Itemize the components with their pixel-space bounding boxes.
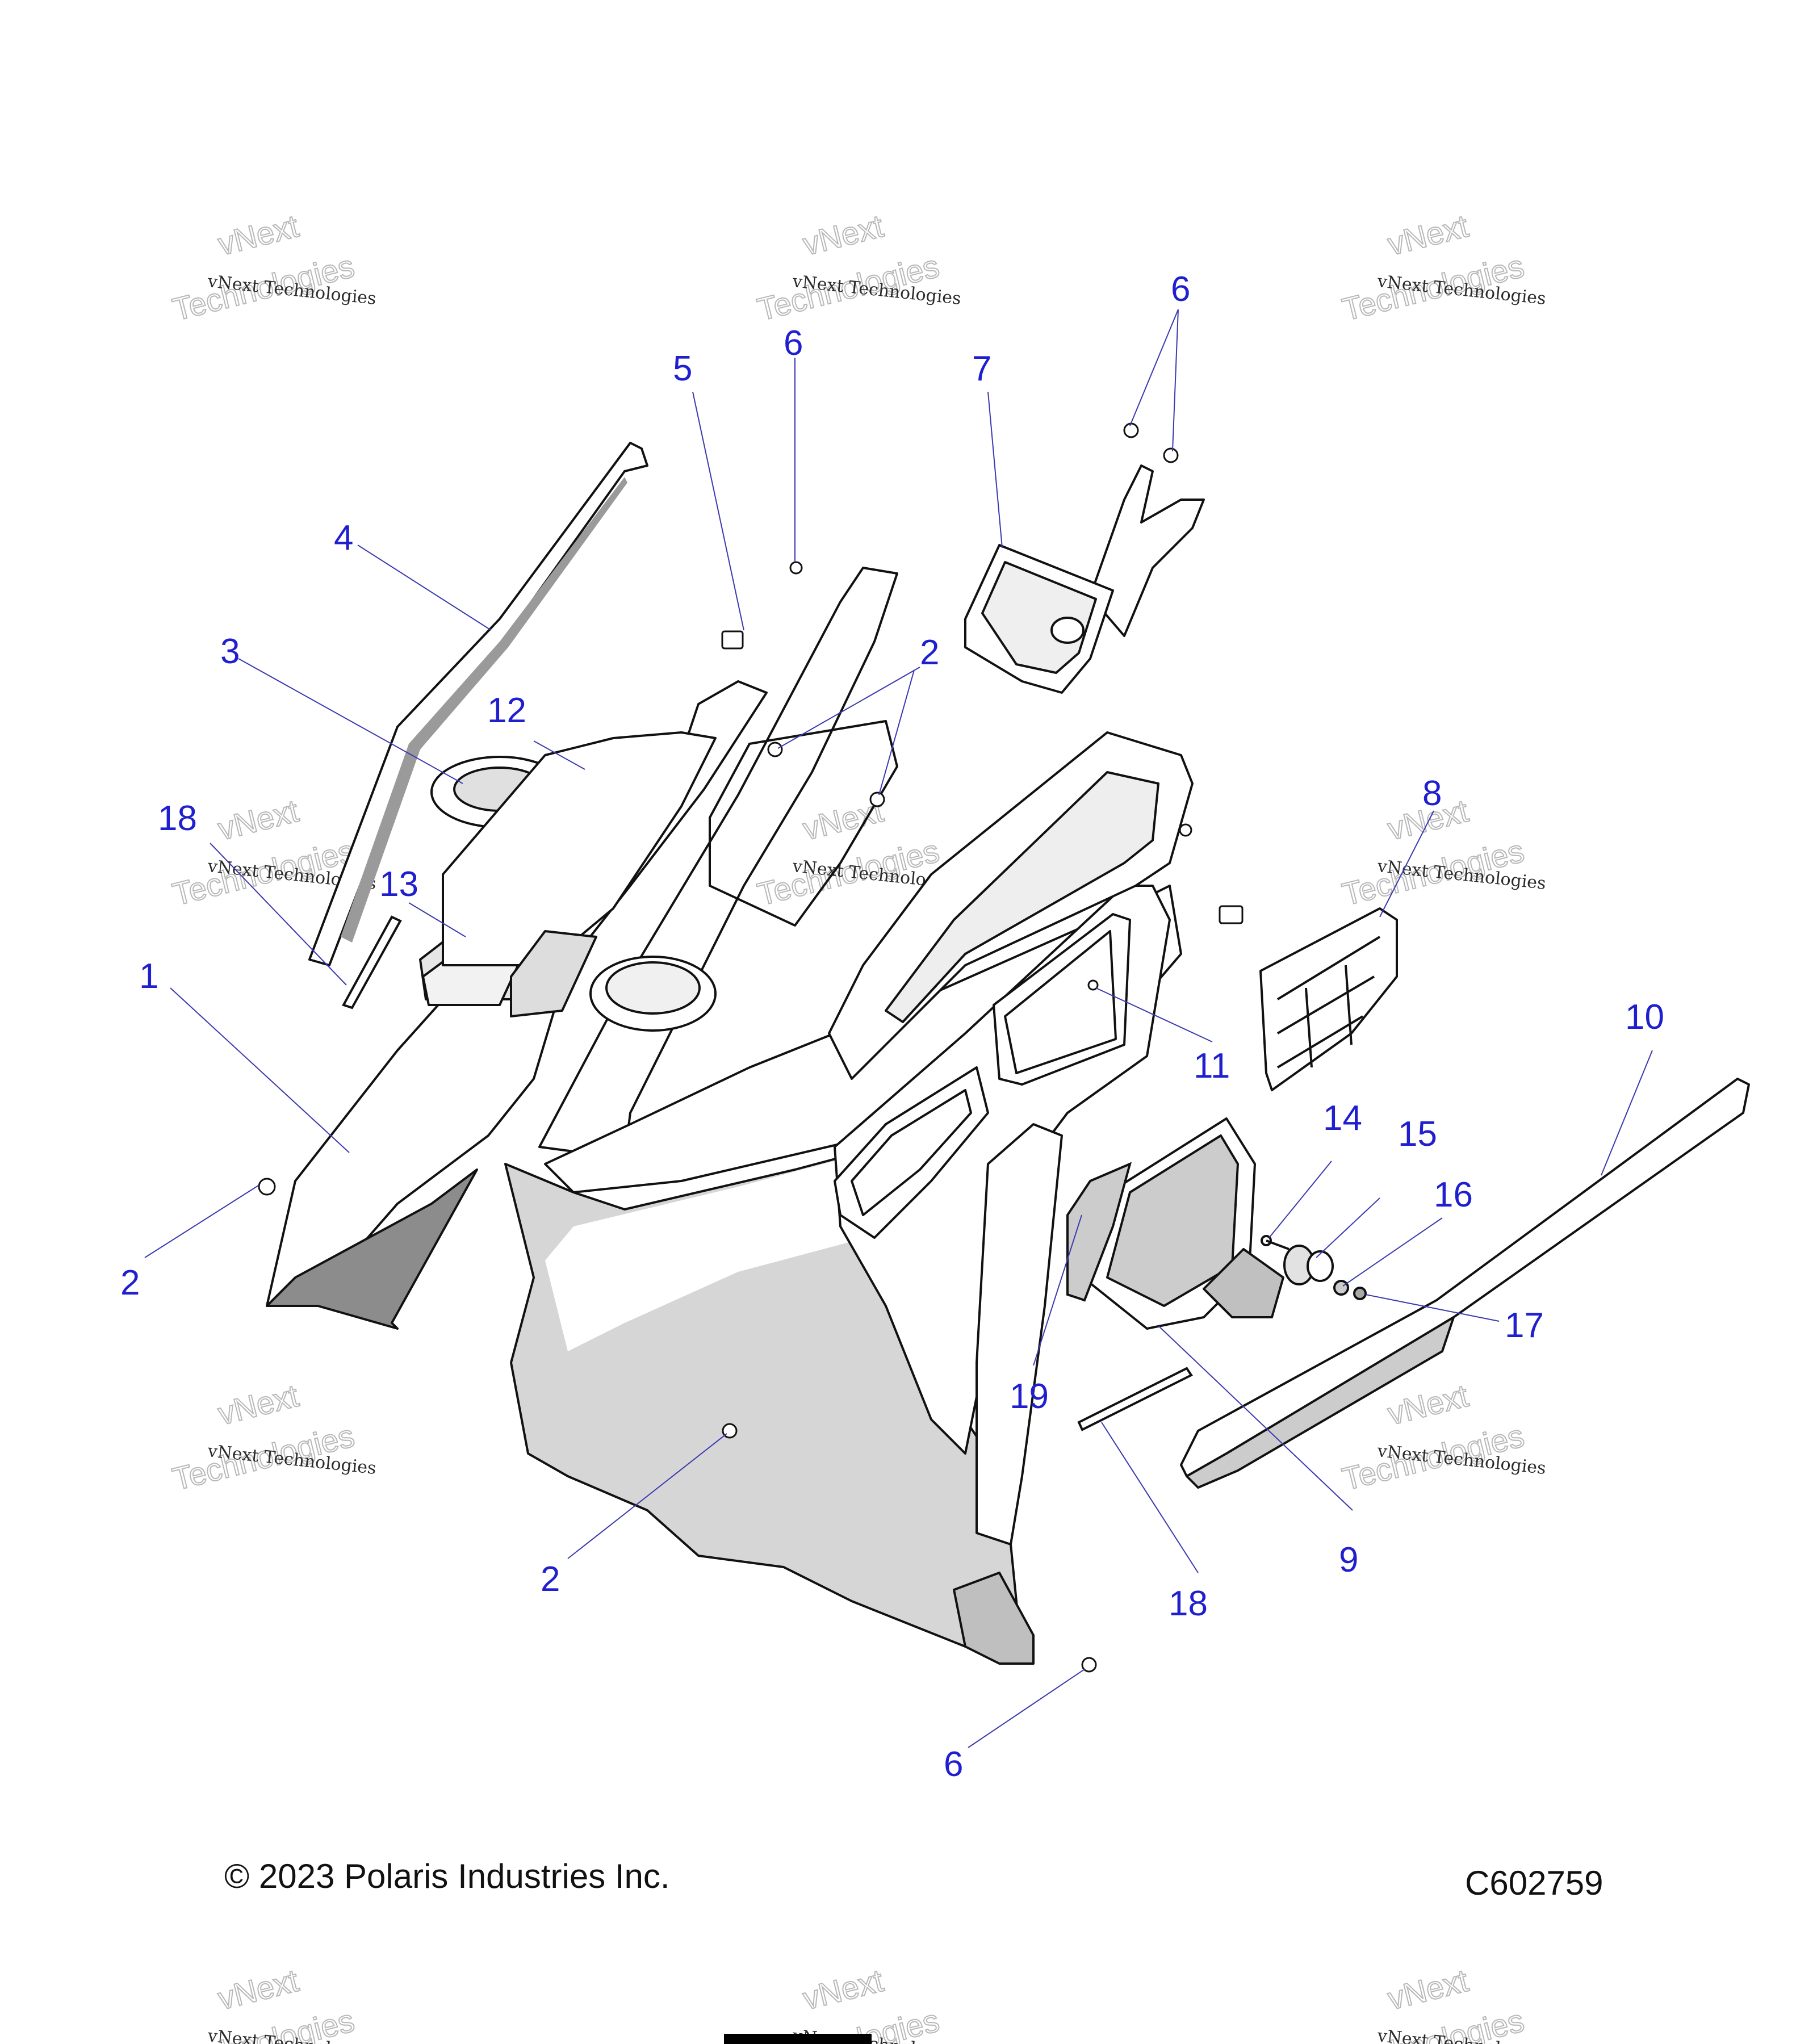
callout-15: 15 (1398, 1115, 1437, 1154)
watermark-line-2: vNext (215, 1962, 303, 2017)
callout-3: 3 (220, 632, 240, 671)
screw-icon (1163, 447, 1179, 463)
center-cup-holder-inner (605, 961, 701, 1015)
right-panel-window (993, 913, 1131, 1086)
callout-2: 2 (541, 1560, 560, 1599)
screw-icon (1179, 823, 1192, 837)
watermark-line-2: vNext (215, 793, 303, 847)
callout-2: 2 (920, 633, 939, 672)
lower-trailing-tab (953, 1572, 1035, 1665)
bottom-bar (724, 2034, 872, 2044)
nut-icon (721, 630, 744, 650)
screw-icon (1123, 422, 1139, 438)
lower-side-bracket (834, 1066, 989, 1239)
watermark-line-2: vNext (1384, 1962, 1472, 2017)
leader-lines (144, 309, 1653, 1748)
callout-11: 11 (1194, 1046, 1230, 1086)
item-7-bezel (964, 464, 1205, 694)
item-9-vent-housing (1089, 1117, 1284, 1330)
watermark-line-2: vNext (215, 1377, 303, 1432)
callout-8: 8 (1422, 774, 1442, 813)
callout-4: 4 (334, 518, 353, 558)
clip-icon (869, 791, 885, 807)
callout-6: 6 (1171, 270, 1190, 309)
item-10-long-trim (1180, 1078, 1750, 1489)
clip-icon (258, 1178, 276, 1196)
watermark-line-2: vNext (799, 208, 887, 262)
callout-5: 5 (673, 349, 692, 388)
callout-9: 9 (1339, 1540, 1358, 1580)
callout-14: 14 (1323, 1099, 1362, 1138)
item-19-panel (1066, 1162, 1132, 1302)
clip-icon (767, 742, 783, 757)
diagram-code: C602759 (1465, 1864, 1604, 1902)
right-panel-window-inner (1004, 930, 1117, 1074)
item-12-top-panel (442, 731, 717, 1017)
watermark-line-2: vNext (799, 1962, 887, 2017)
watermark-line-2: vNext (215, 208, 303, 262)
callout-18: 18 (158, 799, 197, 838)
callout-2: 2 (120, 1263, 140, 1302)
callout-labels: 1 2 3 4 5 6 7 6 8 2 12 13 18 10 11 14 15… (120, 270, 1664, 1784)
item-18-rods (342, 915, 1193, 1431)
top-right-rail-inner (885, 771, 1159, 1023)
watermark-line-2: vNext (1384, 1377, 1472, 1432)
callout-19: 19 (1010, 1377, 1049, 1416)
copyright-text: © 2023 Polaris Industries Inc. (224, 1857, 670, 1895)
right-vertical-strut (976, 1123, 1063, 1545)
callout-7: 7 (972, 349, 991, 388)
item-4-strip (308, 442, 648, 966)
callout-16: 16 (1434, 1175, 1473, 1214)
callout-13: 13 (379, 865, 418, 904)
callout-10: 10 (1625, 998, 1664, 1037)
dash-frame-opening (709, 720, 898, 927)
callout-17: 17 (1505, 1306, 1544, 1345)
left-lower-wing (266, 1168, 478, 1330)
callout-18: 18 (1169, 1584, 1208, 1623)
items-14-17-fastener (1261, 1235, 1367, 1300)
callout-12: 12 (487, 691, 526, 730)
callout-1: 1 (139, 957, 158, 996)
screw-icon (789, 561, 803, 575)
callout-6: 6 (784, 324, 803, 363)
callout-6: 6 (944, 1745, 963, 1784)
lower-side-bracket-inner (851, 1089, 972, 1216)
watermark-line-2: vNext (1384, 208, 1472, 262)
screw-icon (1081, 1657, 1097, 1673)
nut-icon (1219, 905, 1244, 924)
item-8-vent-grille (1259, 907, 1398, 1091)
screw-icon (1087, 979, 1099, 991)
